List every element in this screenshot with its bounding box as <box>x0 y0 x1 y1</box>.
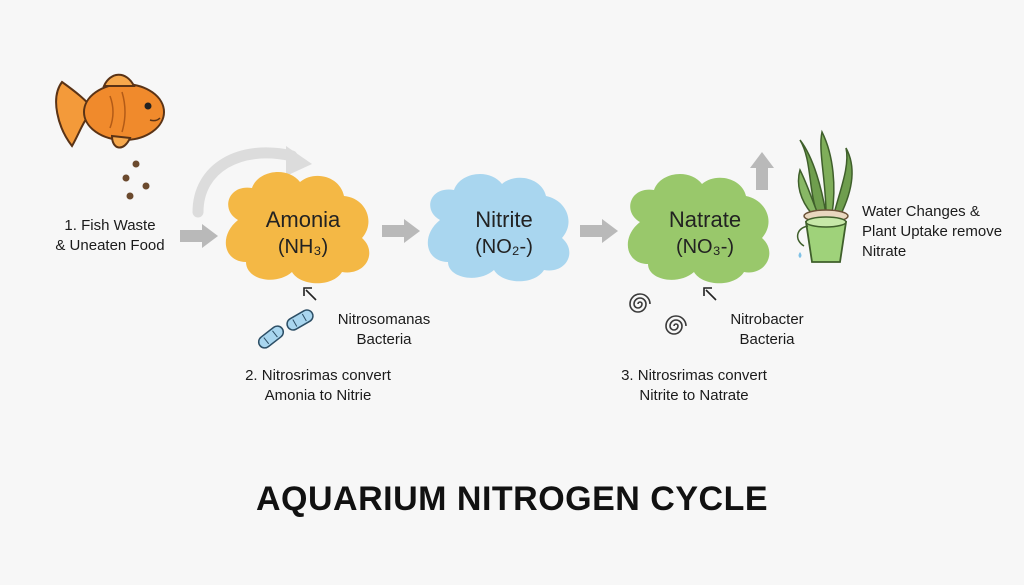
nitrosomonas-line2: Bacteria <box>356 331 412 348</box>
ammonia-label: Amonia (NH₃) <box>240 206 366 260</box>
removal-line2: Plant Uptake remove <box>862 223 1003 240</box>
nitrate-cloud <box>627 173 770 284</box>
nitrobacter-label: Nitrobacter Bacteria <box>712 310 822 350</box>
step1-label: 1. Fish Waste & Uneaten Food <box>38 216 182 256</box>
nitrite-cloud <box>427 173 570 282</box>
diagram-title: AQUARIUM NITROGEN CYCLE <box>255 480 769 518</box>
step2-label: 2. Nitrosrimas convert Amonia to Nitrie <box>218 366 418 406</box>
step3-label: 3. Nitrosrimas convert Nitrite to Natrat… <box>594 366 794 406</box>
step2-line1: 2. Nitrosrimas convert <box>245 367 391 384</box>
pointer-arrow-nitrobacter <box>703 287 717 301</box>
ammonia-cloud <box>225 171 370 284</box>
ammonia-name: Amonia <box>265 207 341 232</box>
nitrosomonas-label: Nitrosomanas Bacteria <box>322 310 446 350</box>
arrow-ammonia-to-nitrite <box>382 219 420 243</box>
arrow-up-removal <box>750 152 774 190</box>
nitrite-name: Nitrite <box>475 207 533 232</box>
goldfish-icon <box>55 73 165 149</box>
nitrobacter-line2: Bacteria <box>739 331 795 348</box>
food-pellets-icon <box>122 160 150 200</box>
nitrobacter-line1: Nitrobacter <box>730 311 804 328</box>
plant-bucket-icon <box>796 129 853 263</box>
step3-line1: 3. Nitrosrimas convert <box>621 367 767 384</box>
removal-line1: Water Changes & <box>862 203 980 220</box>
nitrite-label: Nitrite (NO₂-) <box>442 206 566 260</box>
arrow-nitrite-to-nitrate <box>580 219 618 243</box>
arrow-step1-to-ammonia <box>180 224 218 248</box>
nitrate-formula: (NO₃-) <box>675 236 735 258</box>
curved-arrow-icon <box>192 146 312 218</box>
ammonia-formula: (NH₃) <box>277 236 329 258</box>
nitrosomonas-line1: Nitrosomanas <box>337 311 431 328</box>
nitrite-formula: (NO₂-) <box>475 236 533 258</box>
nitrate-label: Natrate (NO₃-) <box>642 206 768 260</box>
removal-label: Water Changes & Plant Uptake remove Nitr… <box>862 202 1024 262</box>
step3-line2: Nitrite to Natrate <box>639 387 749 404</box>
nitrate-name: Natrate <box>668 207 742 232</box>
step1-line1: 1. Fish Waste <box>64 217 156 234</box>
spiral-bacteria-icon <box>629 293 687 335</box>
rod-bacteria-icon <box>257 309 314 349</box>
step1-line2: & Uneaten Food <box>55 237 165 254</box>
removal-line3: Nitrate <box>862 243 907 260</box>
step2-line2: Amonia to Nitrie <box>264 387 372 404</box>
pointer-arrow-nitrosomonas <box>303 287 317 301</box>
